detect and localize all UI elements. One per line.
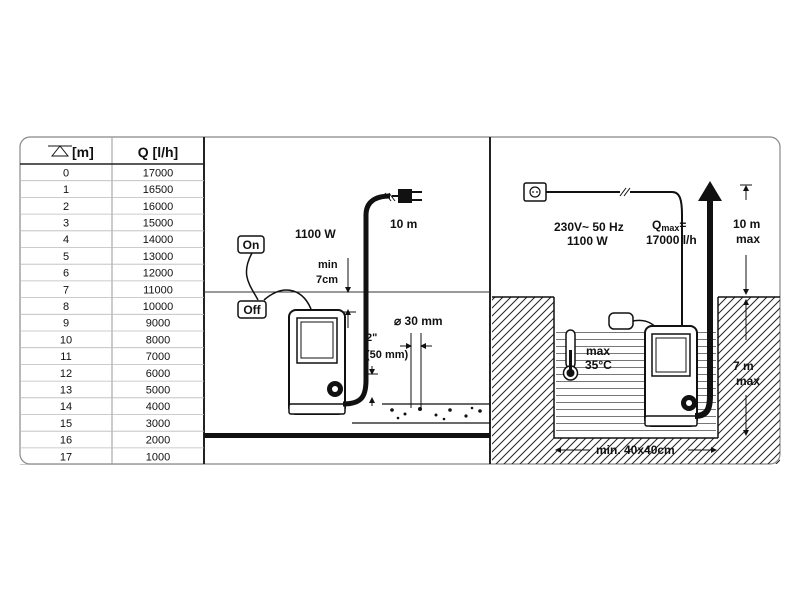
table-cell-flow: 2000: [146, 435, 170, 447]
power-label-right: 1100 W: [567, 234, 608, 248]
table-cell-flow: 5000: [146, 384, 170, 396]
diameter-label: ⌀ 30 mm: [394, 314, 443, 328]
height-top-value: 10 m: [733, 217, 760, 231]
table-cell-flow: 1000: [146, 451, 170, 463]
table-cell-flow: 10000: [143, 301, 174, 313]
table-cell-head: 0: [63, 167, 69, 179]
ground-left: [492, 297, 554, 464]
performance-table: [m] Q [l/h] 0 17000 1 16500 2 16000 3 15000 4 140…: [20, 137, 205, 466]
table-cell-flow: 7000: [146, 351, 170, 363]
left-panel: On Off 1100 W 10 m min 7cm: [204, 137, 491, 464]
depth-value: 7 m: [733, 359, 754, 373]
table-header-flow: Q [l/h]: [138, 144, 178, 160]
thermometer-icon: [562, 329, 579, 381]
power-cable-right: [546, 191, 683, 328]
table-cell-head: 16: [60, 435, 72, 447]
outlet-mm-label: (50 mm): [366, 349, 409, 361]
head-delta-icon: [48, 145, 72, 157]
table-cell-head: 10: [60, 334, 72, 346]
table-cell-flow: 9000: [146, 318, 170, 330]
table-cell-head: 6: [63, 268, 69, 280]
off-switch-button: [237, 300, 267, 319]
table-cell-head: 2: [63, 201, 69, 213]
table-cell-head: 17: [60, 451, 72, 463]
off-label: Off: [243, 303, 261, 317]
table-cell-flow: 16000: [143, 201, 174, 213]
table-cell-head: 15: [60, 418, 72, 430]
table-rows: 0 17000 1 16500 2 16000 3 15000 4 14000 5 13000 6 120…: [20, 167, 204, 466]
discharge-hose-right: [694, 200, 713, 419]
min-value-label: 7cm: [316, 274, 338, 286]
floor-bar: [204, 433, 490, 438]
power-plug-icon: [384, 189, 422, 203]
cable-length-label: 10 m: [390, 217, 417, 231]
table-cell-head: 8: [63, 301, 69, 313]
table-cell-head: 12: [60, 368, 72, 380]
table-cell-flow: 8000: [146, 334, 170, 346]
table-cell-flow: 4000: [146, 401, 170, 413]
float-switch: [608, 312, 634, 330]
pit-size-label: min. 40x40cm: [596, 443, 675, 457]
table-cell-flow: 6000: [146, 368, 170, 380]
outlet-inch-label: 2": [366, 332, 377, 344]
right-panel: 230V~ 50 Hz 1100 W Qmax= 17000 l/h max 3…: [492, 181, 780, 464]
table-cell-head: 5: [63, 251, 69, 263]
table-cell-head: 3: [63, 217, 69, 229]
table-cell-flow: 12000: [143, 268, 174, 280]
power-label-left: 1100 W: [295, 227, 336, 241]
float-switch-cable: [245, 252, 313, 313]
table-cell-flow: 15000: [143, 217, 174, 229]
ground-right: [718, 297, 780, 464]
min-label: min: [318, 259, 338, 271]
pump-right: [644, 325, 698, 427]
table-cell-flow: 14000: [143, 234, 174, 246]
table-cell-flow: 11000: [143, 284, 173, 296]
table-cell-head: 4: [63, 234, 69, 246]
on-label: On: [243, 238, 260, 252]
power-socket-icon: [523, 182, 547, 202]
table-cell-head: 7: [63, 284, 69, 296]
sediment-layer: [352, 403, 490, 424]
table-cell-flow: 13000: [143, 251, 174, 263]
outlet-hose-left: [342, 193, 391, 407]
voltage-label: 230V~ 50 Hz: [554, 220, 624, 234]
table-cell-head: 1: [63, 184, 69, 196]
qmax-label: Qmax=: [652, 218, 686, 233]
on-switch-button: [237, 235, 265, 254]
temp-value: 35°C: [585, 358, 612, 372]
table-cell-flow: 16500: [143, 184, 174, 196]
qmax-value: 17000 l/h: [646, 233, 697, 247]
table-cell-head: 11: [60, 351, 71, 363]
flow-up-arrow-icon: [698, 181, 722, 201]
temp-max-label: max: [586, 344, 610, 358]
table-cell-flow: 17000: [143, 167, 174, 179]
pump-left: [288, 309, 346, 415]
table-cell-head: 9: [63, 318, 69, 330]
table-cell-head: 13: [60, 384, 72, 396]
table-header-head: [m]: [72, 144, 94, 160]
height-top-max: max: [736, 232, 760, 246]
depth-max: max: [736, 374, 760, 388]
table-cell-flow: 3000: [146, 418, 170, 430]
table-cell-head: 14: [60, 401, 72, 413]
ground-bottom: [554, 438, 718, 464]
